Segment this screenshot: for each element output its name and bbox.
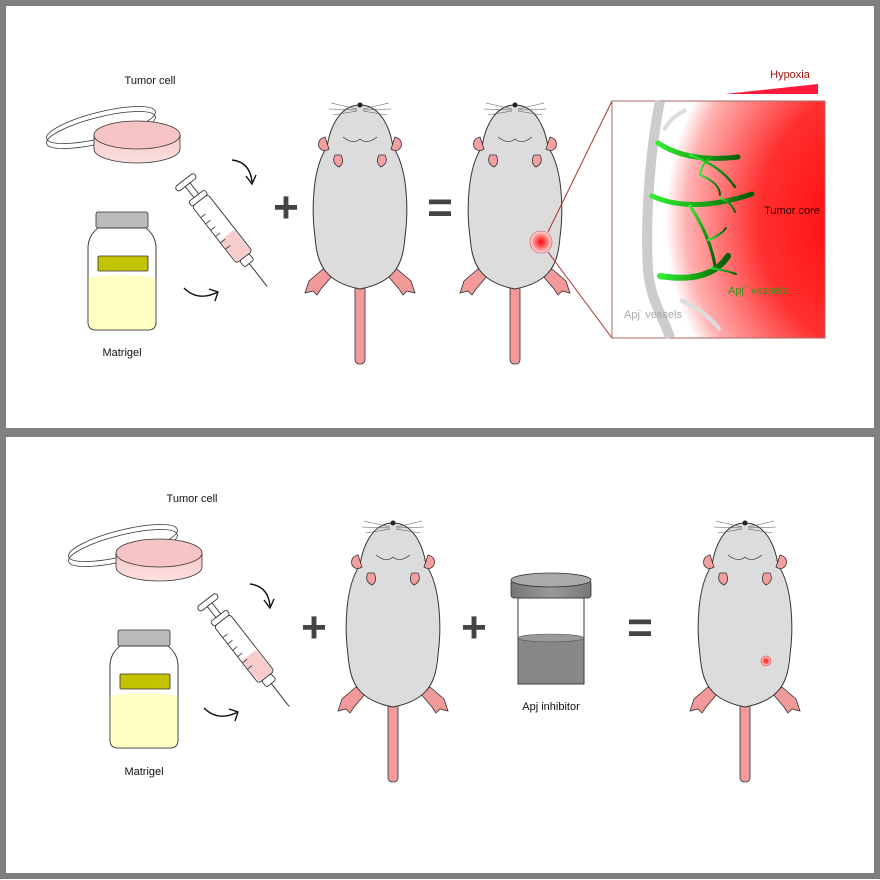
apj-inhibitor-label: Apj inhibitor	[522, 701, 580, 713]
apj-neg-vessels-label: Apj- vessels	[624, 308, 682, 321]
tumor-icon	[529, 230, 553, 254]
small-tumor-icon	[760, 655, 772, 667]
zoom-line	[547, 251, 613, 339]
tumor-cell-label: Tumor cell	[167, 493, 218, 505]
equals-sign: =	[627, 603, 653, 652]
plus-sign: +	[461, 603, 487, 652]
plus-sign: +	[273, 183, 299, 232]
matrigel-vial-icon	[87, 211, 157, 331]
tumor-cell-label: Tumor cell	[125, 75, 176, 87]
top-panel: Tumor cell Matrigel + =	[43, 69, 826, 365]
apj-inhibitor-jar-icon	[510, 572, 592, 685]
matrigel-vial-icon	[109, 629, 179, 749]
bottom-panel: Tumor cell Matrigel + + Apj inhibitor =	[65, 493, 801, 783]
tumor-core-label: Tumor core	[764, 205, 820, 217]
matrigel-label: Matrigel	[124, 766, 163, 778]
apj-pos-vessels	[649, 140, 755, 281]
matrigel-label: Matrigel	[102, 347, 141, 359]
zoom-line	[547, 100, 613, 233]
equals-sign: =	[427, 183, 453, 232]
apj-pos-vessels-label: Apj+ vessels	[728, 284, 788, 297]
apj-neg-vessel	[642, 100, 675, 340]
tumor-inset: Hypoxia Tumor core Apj+ vessels Apj- ves…	[611, 69, 826, 340]
plus-sign: +	[301, 603, 327, 652]
hypoxia-gradient-wedge	[725, 84, 818, 94]
hypoxia-label: Hypoxia	[770, 69, 811, 81]
